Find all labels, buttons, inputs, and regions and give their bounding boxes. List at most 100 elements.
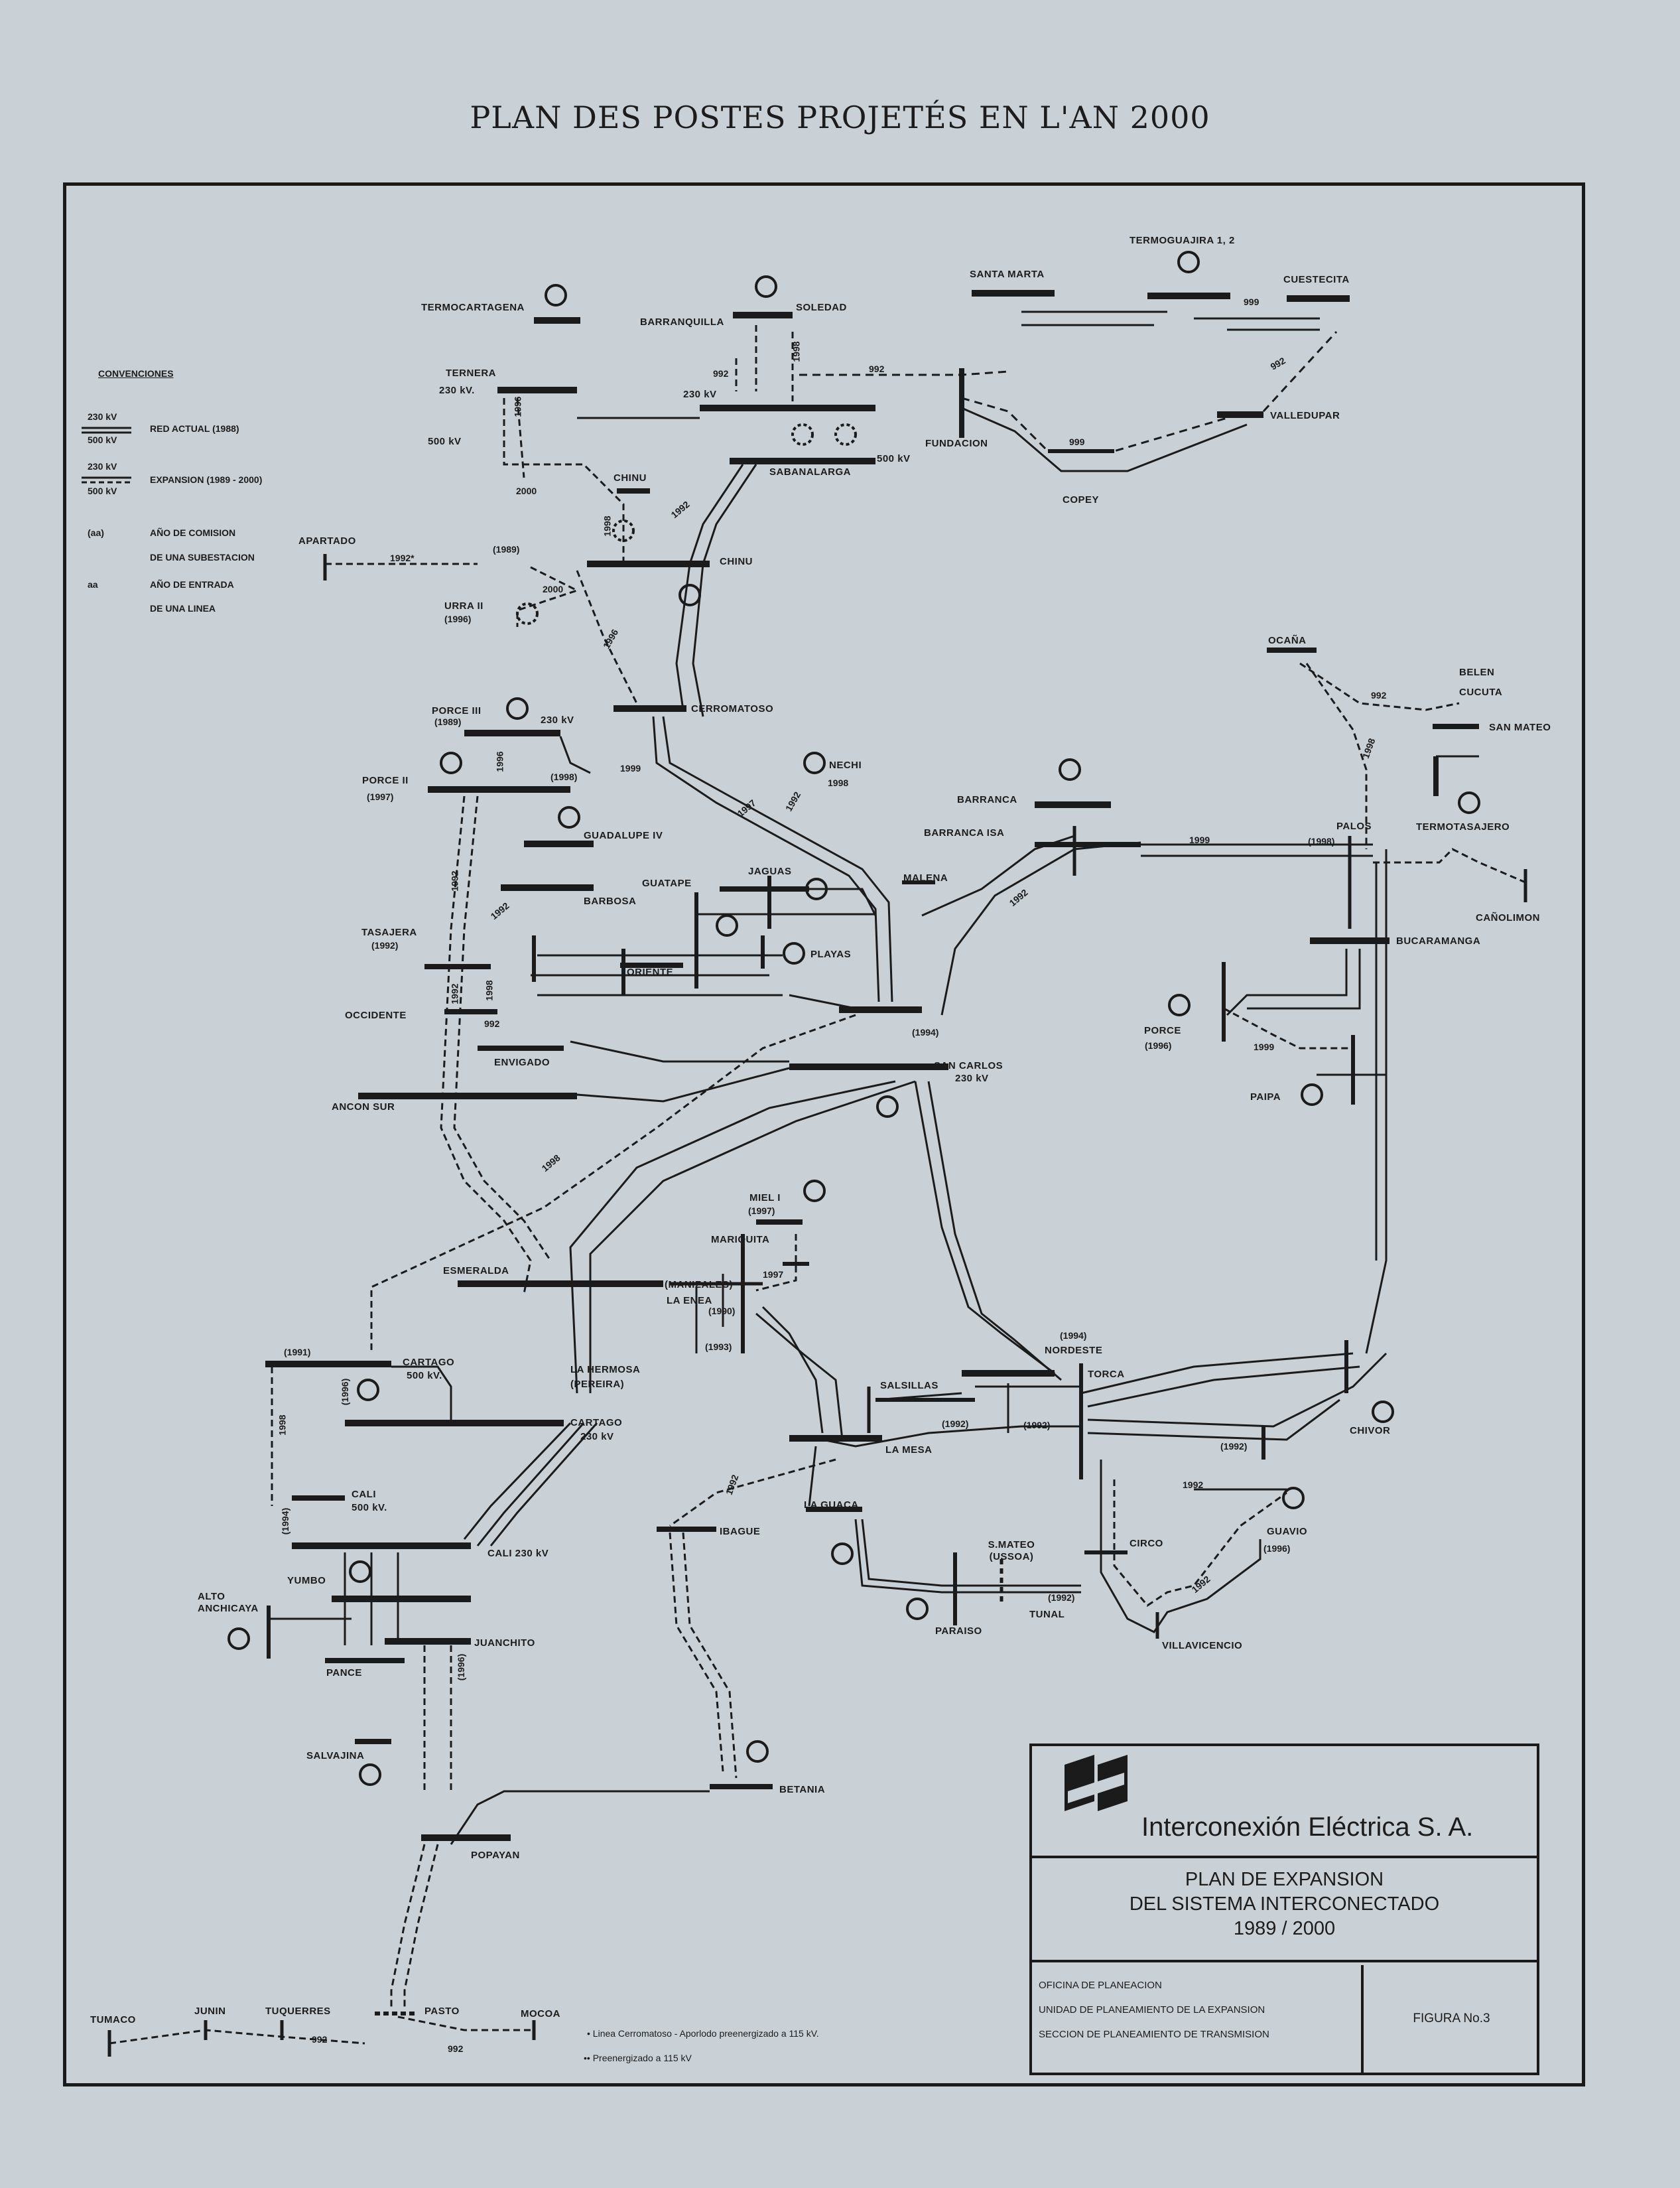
station-junin: JUNIN [194, 2006, 226, 2017]
year-label: 1996 [494, 751, 505, 772]
station-barbosa: BARBOSA [584, 896, 637, 907]
station-salvajina: SALVAJINA [306, 1750, 365, 1761]
year-label: (1994) [1060, 1330, 1087, 1341]
year-label: (1993) [705, 1341, 732, 1352]
station-pance: PANCE [326, 1667, 362, 1678]
isa-logo [1065, 1755, 1128, 1811]
station-alto-anchicaya: ALTO ANCHICAYA [198, 1591, 259, 1614]
legend-expansion: EXPANSION (1989 - 2000) [150, 474, 263, 485]
station-occidente: OCCIDENTE [345, 1010, 407, 1021]
year-label: 1992 [449, 870, 460, 892]
year-label: (1994) [280, 1507, 291, 1535]
year-label: (1994) [912, 1027, 939, 1038]
station-sabanalarga: SABANALARGA [769, 466, 851, 478]
station-san-carlos-kv: 230 kV [955, 1073, 989, 1084]
plan-line-1: PLAN DE EXPANSION [1185, 1869, 1384, 1890]
station-cali500-kv: 500 kV. [352, 1502, 387, 1513]
legend: CONVENCIONES 230 kV 500 kV RED ACTUAL (1… [78, 368, 330, 620]
station-la-hermosa: LA HERMOSA [570, 1364, 641, 1375]
station-tuquerres: TUQUERRES [265, 2006, 331, 2017]
station-esmeralda: ESMERALDA [443, 1265, 509, 1276]
station-ancon-sur: ANCON SUR [332, 1101, 395, 1113]
station-la-enea: LA ENEA [667, 1295, 712, 1306]
station-san-carlos: SAN CARLOS [934, 1060, 1003, 1071]
year-label: (1996) [1145, 1040, 1172, 1051]
station-canolimon: CAÑOLIMON [1476, 912, 1540, 923]
year-label: (1996) [340, 1378, 351, 1406]
station-yumbo: YUMBO [287, 1575, 326, 1586]
station-cucuta: CUCUTA [1459, 687, 1503, 698]
year-label: 1992 [1183, 1479, 1204, 1490]
station-guavio: GUAVIO [1267, 1526, 1308, 1537]
year-label: (1996) [444, 614, 472, 624]
station-porce3-kv: 230 kV [541, 715, 574, 726]
station-valledupar: VALLEDUPAR [1270, 410, 1340, 421]
station-cerromatoso: CERROMATOSO [691, 703, 774, 715]
station-cartago-b-kv: 230 kV [580, 1431, 614, 1442]
station-porce-east: PORCE [1144, 1025, 1181, 1036]
year-label: (1997) [367, 791, 394, 802]
year-label: 992 [869, 364, 885, 374]
station-ocana: OCAÑA [1268, 635, 1307, 646]
station-juanchito: JUANCHITO [474, 1637, 535, 1649]
station-envigado: ENVIGADO [494, 1057, 550, 1068]
station-chinu: CHINU [720, 556, 753, 567]
station-san-mateo: SAN MATEO [1489, 722, 1551, 733]
station-mariquita: MARIQUITA [711, 1234, 770, 1245]
year-label: 1998 [791, 341, 802, 362]
plan-line-2: DEL SISTEMA INTERCONECTADO [1129, 1893, 1440, 1915]
station-cali500: CALI [352, 1489, 376, 1500]
year-label: (1996) [1263, 1543, 1291, 1554]
station-santa-marta: SANTA MARTA [970, 269, 1045, 280]
station-porce3: PORCE III [432, 705, 482, 717]
station-cali230: CALI 230 kV [487, 1548, 549, 1559]
year-label: (1992) [942, 1418, 969, 1429]
year-label: (1992) [371, 940, 399, 951]
title-block: Interconexión Eléctrica S. A. PLAN DE EX… [1029, 1744, 1539, 2075]
station-bucaramanga: BUCARAMANGA [1396, 935, 1481, 947]
legend-symbol-paren: (aa) [88, 527, 104, 538]
year-label: 992 [1371, 690, 1387, 701]
station-villavicencio: VILLAVICENCIO [1162, 1640, 1243, 1651]
legend-symbol-plain: aa [88, 579, 98, 590]
year-label: (1992) [1023, 1420, 1051, 1430]
year-label: 1992* [390, 553, 415, 563]
station-la-guaca: LA GUACA [804, 1499, 859, 1511]
station-betania: BETANIA [779, 1784, 826, 1795]
station-nechi: NECHI [829, 760, 862, 771]
year-label: 2000 [516, 486, 537, 496]
year-label: 1992 [449, 983, 460, 1004]
station-miel: MIEL I [749, 1192, 781, 1203]
year-label: (1990) [708, 1306, 736, 1316]
station-soledad: SOLEDAD [796, 302, 847, 313]
station-torca: TORCA [1088, 1369, 1125, 1380]
year-label: (1996) [456, 1653, 467, 1681]
year-label: (1997) [748, 1205, 775, 1216]
station-salsillas: SALSILLAS [880, 1380, 938, 1391]
year-label: 992 [713, 368, 729, 379]
company-name: Interconexión Eléctrica S. A. [1141, 1812, 1474, 1842]
station-san-mateo-s: S.MATEO (USSOA) [988, 1539, 1035, 1562]
legend-year-sub-1: AÑO DE COMISION [150, 527, 236, 538]
station-chivor: CHIVOR [1350, 1425, 1391, 1436]
plan-line-3: 1989 / 2000 [1233, 1918, 1336, 1939]
station-jaguas: JAGUAS [748, 866, 792, 877]
station-palos: PALOS [1336, 821, 1372, 832]
station-paipa: PAIPA [1250, 1091, 1281, 1103]
year-label: (1998) [550, 772, 578, 782]
figure-number: FIGURA No.3 [1413, 2012, 1490, 2025]
station-kv500-b: 500 kV [877, 453, 911, 464]
year-label: (1992) [1048, 1592, 1075, 1603]
station-la-mesa: LA MESA [885, 1444, 933, 1456]
year-label: 2000 [543, 584, 564, 594]
station-barranca: BARRANCA [957, 794, 1017, 805]
page-title: PLAN DES POSTES PROJETÉS EN L'AN 2000 [470, 100, 1210, 135]
year-label: (1989) [434, 717, 462, 727]
station-guadalupe: GUADALUPE IV [584, 830, 663, 841]
office-line-1: OFICINA DE PLANEACION [1039, 1980, 1162, 1991]
station-apartado: APARTADO [298, 535, 356, 547]
year-label: 992 [448, 2043, 464, 2054]
legend-kv500-b: 500 kV [88, 486, 117, 496]
station-tasajera: TASAJERA [361, 927, 417, 938]
